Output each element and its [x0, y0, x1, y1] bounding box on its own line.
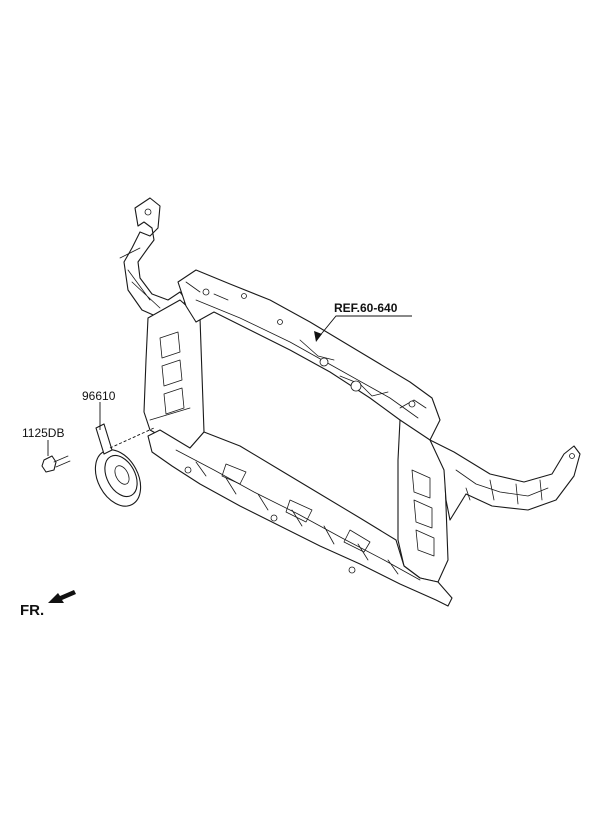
horn-inner-disc	[104, 454, 138, 498]
lower-hole-3	[348, 566, 356, 574]
ref-leader-arrow	[314, 331, 322, 342]
left-arm-hole	[144, 208, 152, 216]
upper-hole-5	[350, 380, 362, 392]
bolt-head	[41, 455, 57, 473]
ref-callout: REF.60-640	[334, 301, 398, 315]
horn-to-carrier-dashed-line	[109, 427, 155, 449]
left-vertical-post	[143, 299, 205, 449]
bolt	[41, 455, 71, 473]
upper-hole-4	[319, 357, 329, 367]
upper-crossmember-inner-edge	[195, 299, 419, 419]
right-upper-arm	[429, 439, 581, 521]
lower-crossmember-rib	[175, 449, 421, 581]
left-post-windows	[149, 331, 191, 421]
ref-leader-line	[317, 315, 412, 339]
left-upper-arm	[123, 197, 187, 319]
part-number-96610: 96610	[82, 389, 116, 403]
left-arm-rib	[119, 247, 161, 309]
horn-center	[114, 465, 130, 485]
bolt-shank	[53, 455, 71, 468]
upper-hole-3	[277, 319, 283, 325]
right-arm-rib	[455, 469, 549, 505]
upper-hole-2	[241, 293, 247, 299]
upper-crossmember-detail	[185, 281, 427, 409]
right-post-windows	[411, 469, 435, 557]
right-arm-hole	[569, 453, 575, 459]
upper-hole-1	[202, 288, 210, 296]
lower-hole-2	[270, 514, 278, 522]
lower-hole-1	[184, 466, 192, 474]
lower-crossmember-cutouts	[221, 463, 371, 553]
front-direction-arrow-icon	[48, 590, 76, 603]
horn-assembly	[94, 423, 142, 507]
lower-crossmember	[147, 429, 453, 607]
front-direction-label: FR.	[20, 602, 44, 619]
part-number-1125DB: 1125DB	[22, 426, 64, 440]
upper-hole-6	[408, 400, 416, 408]
right-vertical-post	[397, 419, 449, 583]
horn-bracket	[95, 423, 113, 455]
front-end-module-carrier	[119, 197, 581, 607]
